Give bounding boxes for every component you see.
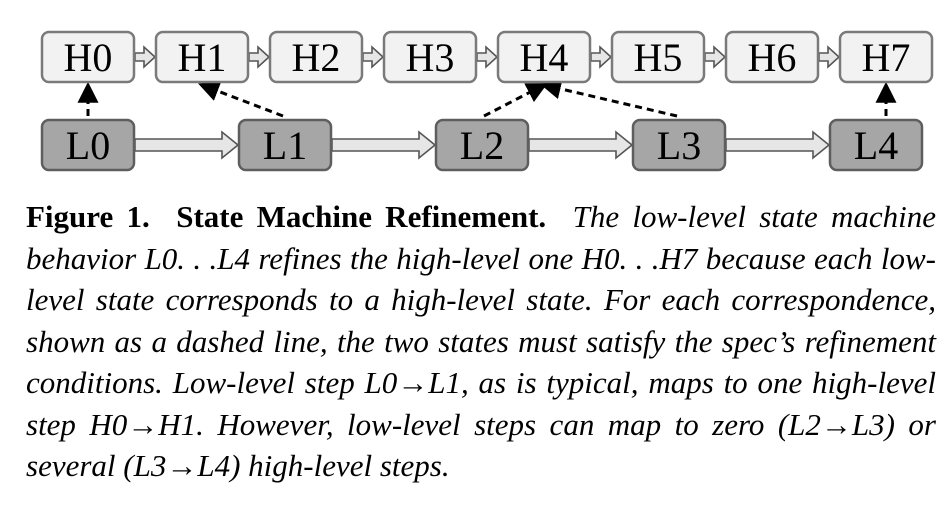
correspondence-l2-h4 xyxy=(483,83,548,118)
figure-number: Figure 1. xyxy=(26,199,150,234)
step-arrow-h5-h6 xyxy=(704,45,727,69)
step-arrow-h1-h2 xyxy=(248,45,271,69)
step-arrow-l0-l1 xyxy=(134,130,240,160)
figure-caption-body: The low-level state machine behavior L0.… xyxy=(26,199,937,483)
low-state-box-l1 xyxy=(237,118,333,172)
step-arrow-l1-l2 xyxy=(331,130,437,160)
high-state-label-h0: H0 xyxy=(64,35,113,80)
low-state-label-l4: L4 xyxy=(854,123,898,168)
correspondence-lines xyxy=(77,78,897,118)
high-state-box-h6 xyxy=(724,30,820,84)
high-state-label-h4: H4 xyxy=(520,35,569,80)
step-arrow-h3-h4 xyxy=(476,45,499,69)
step-arrow-h6-h7 xyxy=(818,45,841,69)
low-state-label-l1: L1 xyxy=(263,123,307,168)
high-state-box-h4 xyxy=(496,30,592,84)
figure-caption: Figure 1. State Machine Refinement. The … xyxy=(26,196,936,487)
high-state-box-h2 xyxy=(268,30,364,84)
step-arrow-l3-l4 xyxy=(725,130,831,160)
low-state-box-l2 xyxy=(434,118,530,172)
high-state-label-h5: H5 xyxy=(634,35,683,80)
step-arrow-l2-l3 xyxy=(528,130,634,160)
high-state-label-h2: H2 xyxy=(292,35,341,80)
high-state-box-h1 xyxy=(154,30,250,84)
high-state-box-h7 xyxy=(838,30,934,84)
high-state-label-h3: H3 xyxy=(406,35,455,80)
low-state-box-l4 xyxy=(828,118,924,172)
high-state-box-h0 xyxy=(40,30,136,84)
step-arrows xyxy=(134,45,841,160)
high-state-label-h6: H6 xyxy=(748,35,797,80)
low-state-box-l0 xyxy=(40,118,136,172)
step-arrow-h0-h1 xyxy=(134,45,157,69)
low-state-label-l0: L0 xyxy=(66,123,110,168)
correspondence-l1-h1 xyxy=(198,81,284,118)
step-arrow-h4-h5 xyxy=(590,45,613,69)
step-arrow-h2-h3 xyxy=(362,45,385,69)
high-state-label-h7: H7 xyxy=(862,35,911,80)
high-state-box-h3 xyxy=(382,30,478,84)
figure-title: State Machine Refinement. xyxy=(176,199,547,234)
high-state-box-h5 xyxy=(610,30,706,84)
low-state-label-l3: L3 xyxy=(657,123,701,168)
low-state-label-l2: L2 xyxy=(460,123,504,168)
low-state-box-l3 xyxy=(631,118,727,172)
correspondence-l3-h4 xyxy=(539,78,678,118)
high-state-label-h1: H1 xyxy=(178,35,227,80)
